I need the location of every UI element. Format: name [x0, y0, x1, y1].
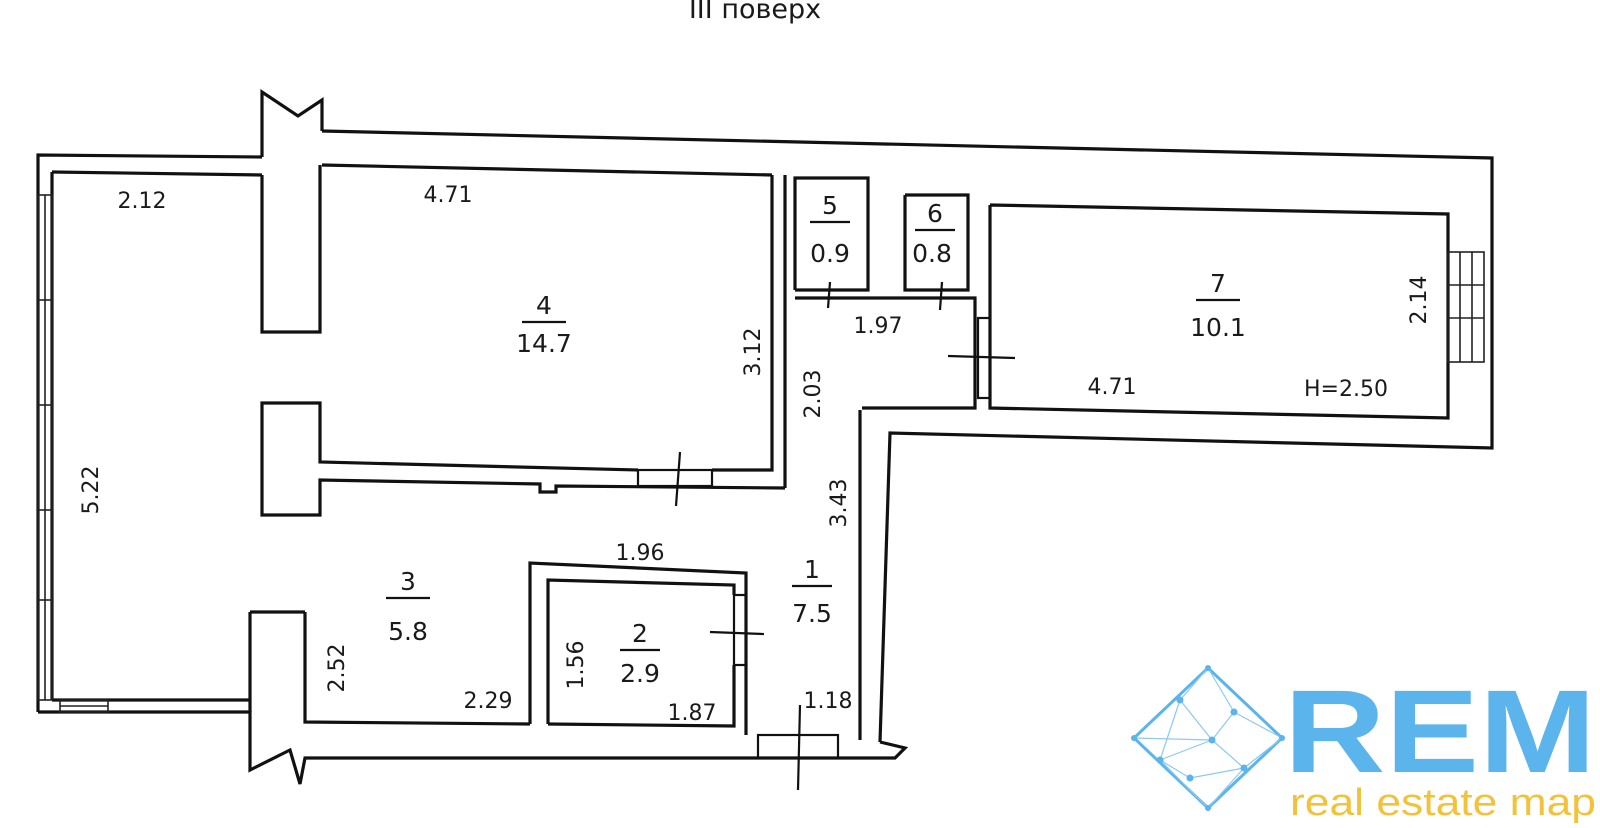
room-2-area: 2.9 [620, 659, 660, 688]
rem-logo-name: REM [1284, 666, 1596, 798]
room-5-number: 5 [822, 191, 838, 220]
dim-2-12: 2.12 [118, 189, 167, 214]
room-3-area: 5.8 [388, 617, 428, 646]
dim-1-87: 1.87 [668, 701, 717, 726]
dimension-labels: 2.12 4.71 3.12 2.03 1.97 4.71 2.14 5.22 … [79, 183, 1432, 726]
dim-5-22: 5.22 [79, 466, 104, 515]
room-7-walls [947, 203, 1485, 420]
room-6-area: 0.8 [912, 239, 952, 268]
rem-logo-icon [1131, 665, 1285, 811]
room-2-walls [248, 561, 840, 791]
dim-3-43: 3.43 [827, 479, 852, 528]
room-6-number: 6 [927, 199, 943, 228]
dim-2-29: 2.29 [464, 689, 513, 714]
room-2-number: 2 [632, 619, 648, 648]
dim-2-14: 2.14 [1407, 276, 1432, 325]
ceiling-height: H=2.50 [1304, 377, 1388, 402]
outer-walls [36, 89, 1494, 785]
rem-logo: REM real estate map [1131, 665, 1596, 824]
dim-1-97: 1.97 [854, 314, 903, 339]
dim-1-96: 1.96 [616, 541, 665, 566]
dim-1-18: 1.18 [804, 689, 853, 714]
dim-4-71-room7: 4.71 [1088, 375, 1137, 400]
rooms-5-6-walls [793, 176, 977, 410]
left-window [37, 194, 109, 713]
floor-title: ІІІ поверх [689, 0, 821, 25]
dim-2-03: 2.03 [801, 370, 826, 419]
room-4-number: 4 [536, 291, 552, 320]
room-3-number: 3 [400, 567, 416, 596]
room-1-area: 7.5 [792, 599, 832, 628]
room-labels: 4 14.7 5 0.9 6 0.8 7 10.1 3 5.8 2 2.9 1 … [386, 191, 1246, 688]
rem-logo-tagline: real estate map [1290, 782, 1596, 824]
dim-4-71-room4: 4.71 [424, 183, 473, 208]
room-1-number: 1 [804, 555, 820, 584]
room-5-area: 0.9 [810, 239, 850, 268]
dim-3-12: 3.12 [741, 328, 766, 377]
dim-2-52: 2.52 [325, 644, 350, 693]
room-4-area: 14.7 [516, 329, 572, 358]
room-7-number: 7 [1210, 269, 1226, 298]
dim-1-56: 1.56 [564, 641, 589, 690]
room-7-area: 10.1 [1190, 313, 1246, 342]
room-4-walls [260, 165, 787, 517]
